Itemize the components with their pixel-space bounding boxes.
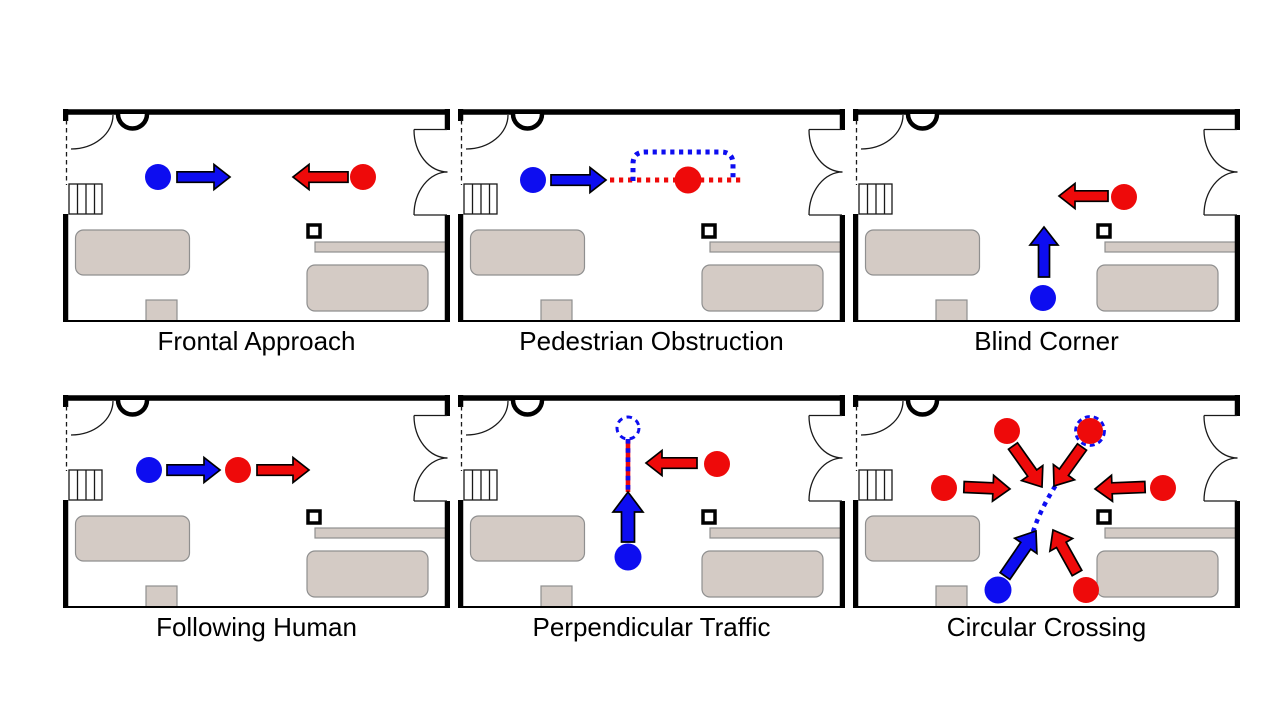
robot-heading-arrow (166, 455, 222, 485)
robot-dot (1030, 285, 1056, 311)
human-dot-left (931, 475, 957, 501)
robot-heading-arrow (550, 165, 608, 195)
robot-dot (984, 576, 1012, 604)
panel-label: Frontal Approach (157, 326, 356, 356)
human-dot (1111, 184, 1137, 210)
human-dot-right (1150, 475, 1176, 501)
robot-heading-arrow (998, 529, 1038, 581)
panel-following-human: Following Human (63, 394, 450, 642)
robot-heading-arrow (611, 490, 645, 543)
panel-label: Perpendicular Traffic (532, 612, 771, 642)
panel-pedestrian-obstruction: Pedestrian Obstruction (458, 108, 845, 356)
human-heading-arrow (256, 455, 311, 485)
robot-goal-circle (615, 415, 641, 441)
robot-dot (145, 164, 171, 190)
robot-heading-arrow (176, 162, 232, 192)
robot-heading-arrow (1028, 225, 1060, 278)
human-arrow-bottom (1048, 528, 1083, 577)
human-arrow-right (1093, 473, 1147, 503)
panel-frontal-approach: Frontal Approach (63, 108, 450, 356)
human-heading-arrow (291, 162, 349, 192)
panel-label: Blind Corner (974, 326, 1119, 356)
floorplan-view-following-human (63, 394, 450, 608)
robot-dot (136, 457, 162, 483)
human-dot-top-left (994, 418, 1020, 444)
robot-goal-circle (1074, 415, 1106, 447)
human-heading-arrow (1057, 181, 1109, 211)
robot-dot (614, 543, 642, 571)
human-dot-bottom (1073, 577, 1099, 603)
floorplan-view-circular-crossing (853, 394, 1240, 608)
panel-label: Following Human (156, 612, 357, 642)
panel-perpendicular-traffic: Perpendicular Traffic (458, 394, 845, 642)
floorplan-view-blind-corner (853, 108, 1240, 322)
panel-circular-crossing: Circular Crossing (853, 394, 1240, 642)
human-arrow-top-right (1052, 442, 1088, 488)
human-arrow-top-left (1007, 441, 1044, 489)
human-dot (225, 457, 251, 483)
human-dot-top-right (1077, 418, 1103, 444)
floorplan-view-pedestrian-obstruction (458, 108, 845, 322)
floorplan-view-frontal-approach (63, 108, 450, 322)
panel-label: Pedestrian Obstruction (519, 326, 784, 356)
panel-label: Circular Crossing (946, 612, 1147, 642)
human-heading-arrow (644, 448, 698, 478)
human-arrow-left (962, 473, 1012, 503)
floorplan-view-perpendicular-traffic (458, 394, 845, 608)
human-dot (674, 166, 702, 194)
robot-dot (520, 167, 546, 193)
panel-blind-corner: Blind Corner (853, 108, 1240, 356)
human-dot (704, 451, 730, 477)
robot-detour-path (630, 149, 736, 181)
human-dot (350, 164, 376, 190)
